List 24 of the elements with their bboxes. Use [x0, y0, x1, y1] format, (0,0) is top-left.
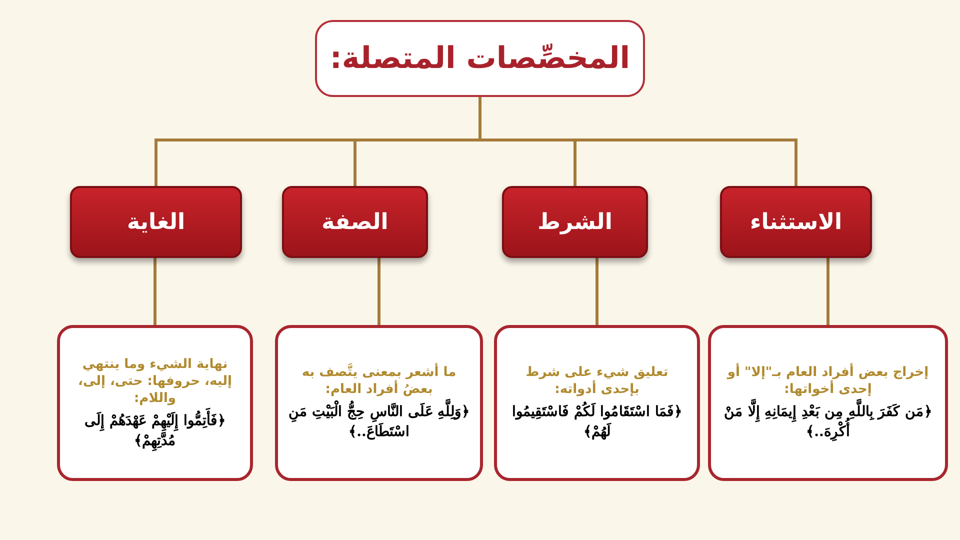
connector-line: [154, 97, 482, 186]
category-box: [70, 186, 242, 258]
category-label: الاستثناء: [750, 208, 842, 236]
connector-line: [378, 258, 380, 325]
connector-line: [596, 258, 598, 325]
definition-text: إخراج بعض أفراد العام بـ"إلا" أو إحدى أخواتها:: [726, 364, 930, 398]
category-box: [502, 186, 648, 258]
definition-box: [708, 325, 948, 481]
definition-text: تعليق شيء على شرط بإحدى أدواته:: [524, 364, 670, 398]
definition-text: ما أشعر بمعنى يتَّصف به بعضُ أفراد العام:: [300, 364, 458, 398]
category-label: الغاية: [126, 208, 186, 236]
definition-box: [275, 325, 483, 481]
definition-box: [494, 325, 700, 481]
title-text: المخصِّصات المتصلة:: [330, 40, 630, 78]
definition-box: [57, 325, 253, 481]
title-box: [315, 20, 645, 97]
category-label: الشرط: [538, 208, 612, 236]
category-label: الصفة: [322, 208, 388, 236]
category-box: [720, 186, 872, 258]
connector-line: [154, 258, 156, 325]
category-box: [282, 186, 428, 258]
verse-text: ﴿فَمَا اسْتَقَامُوا لَكُمْ فَاسْتَقِيمُوا لَهُمْ﴾: [505, 402, 689, 442]
connector-line: [826, 258, 830, 325]
definition-text: نهاية الشيء وما ينتهي إليه، حروفها: حتى، إلى، واللام:: [77, 356, 233, 406]
